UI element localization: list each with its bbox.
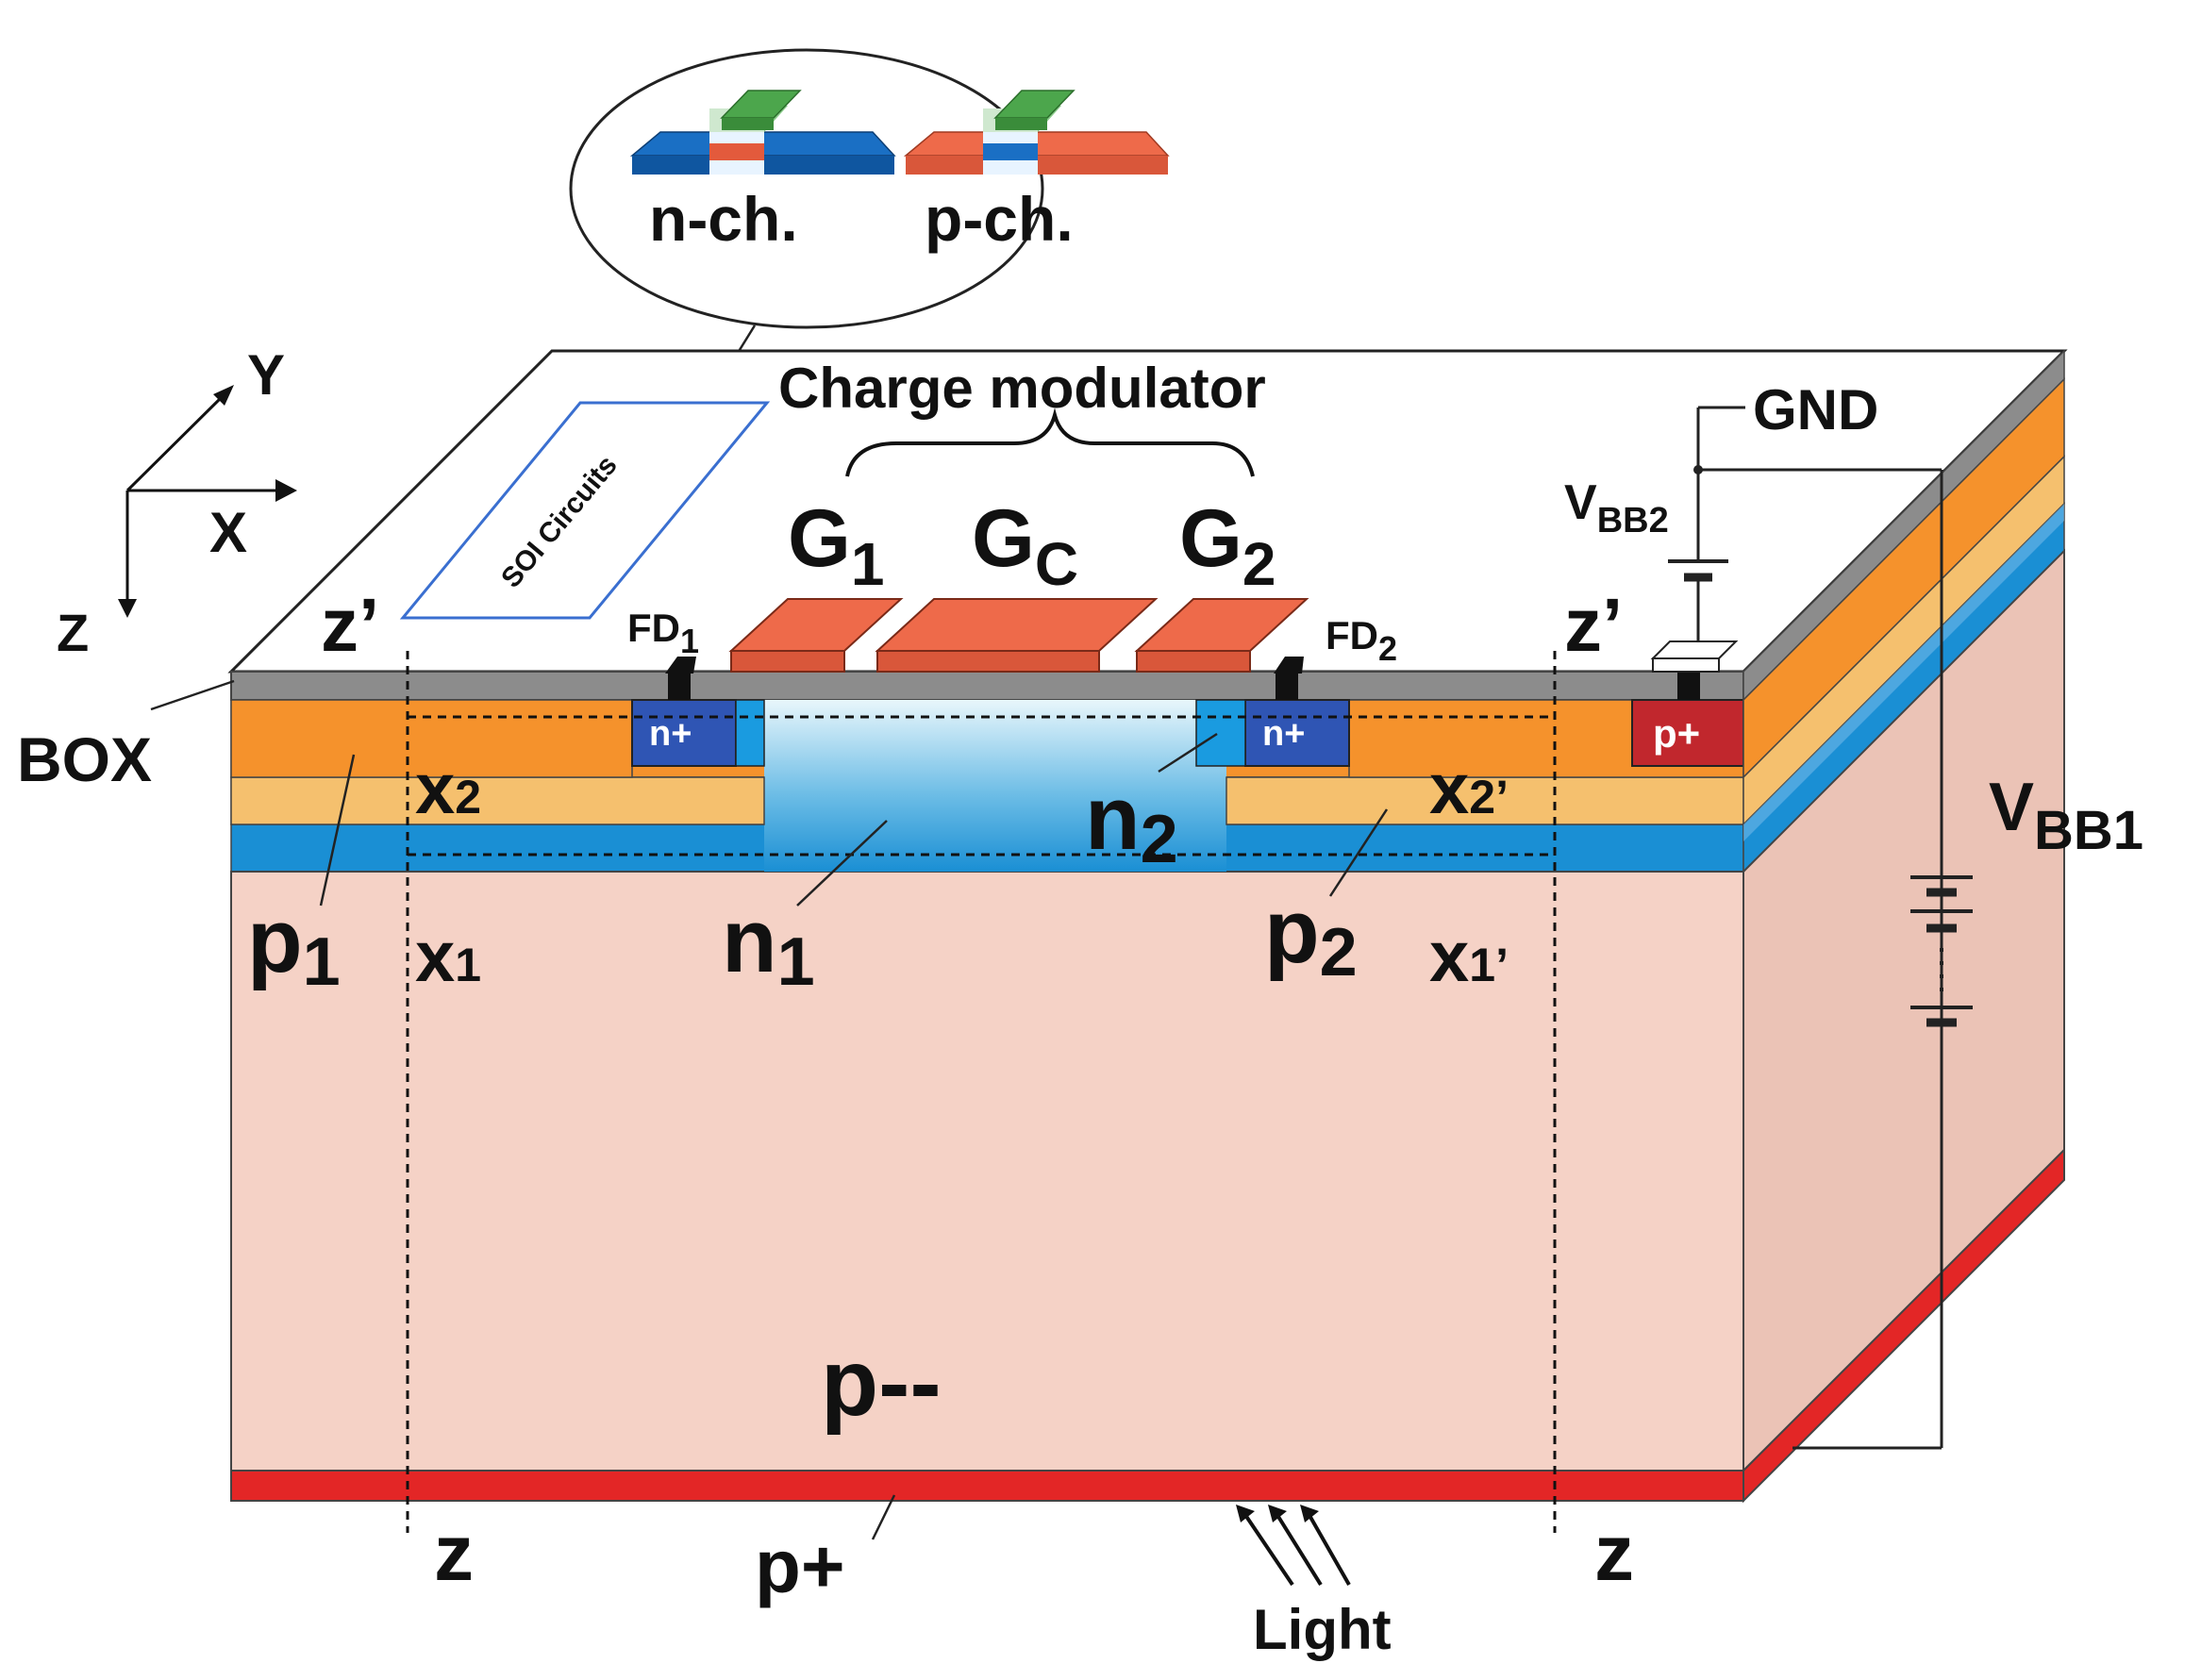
p-plus-pointer-line — [871, 1494, 896, 1540]
z-bottom-right-label: z — [1594, 1508, 1634, 1597]
x1-label: x1 — [415, 917, 481, 997]
inset-nch-label: n-ch. — [649, 184, 798, 254]
gate-gc — [875, 598, 1159, 673]
axis-z-label: Z — [57, 603, 89, 662]
p-plus-bottom-layer — [230, 1470, 1744, 1502]
vbb2-label: VBB2 — [1564, 475, 1669, 541]
substrate-p-minus — [230, 871, 1744, 1472]
box-label: BOX — [17, 724, 152, 794]
g1-label: G1 — [788, 493, 885, 598]
p1-label: p1 — [247, 890, 341, 1000]
fd1-label: FD1 — [627, 606, 699, 660]
n-plus-left-label: n+ — [649, 714, 692, 754]
vbb2-terminal-box — [1650, 640, 1739, 673]
n2-label: n2 — [1085, 768, 1178, 877]
axis-y-label: Y — [247, 343, 285, 407]
n2-right-region — [1195, 699, 1246, 767]
x2-label: x2 — [415, 749, 481, 829]
n-plus-right — [1244, 699, 1350, 767]
vbb1-label: VBB1 — [1989, 770, 2143, 861]
p2-label: p2 — [1264, 881, 1358, 990]
fd1-contact — [668, 672, 691, 700]
p2-pointer-line — [1328, 808, 1389, 897]
gate-g2 — [1134, 598, 1309, 673]
p-plus-contact — [1631, 699, 1744, 767]
x2-prime-label: x2’ — [1429, 749, 1509, 829]
inset-pch-transistor-icon — [903, 90, 1170, 175]
x1-prime-label: x1’ — [1429, 917, 1509, 997]
p-plus-plug — [1677, 672, 1700, 700]
device-block: SOI Circuits — [227, 349, 2068, 1533]
inset-transistor-types: n-ch. p-ch. — [569, 48, 1170, 329]
side-p-plus — [1742, 1147, 2065, 1504]
n2-left-region — [735, 699, 765, 767]
box-oxide-layer — [230, 671, 1744, 701]
box-pointer-line — [150, 679, 235, 711]
p1-pointer-line — [319, 754, 356, 907]
soi-circuits-region — [399, 401, 771, 620]
z-prime-left-label: z’ — [321, 583, 379, 667]
vbb2-circuit — [1668, 406, 1943, 1450]
inset-nch-transistor-icon — [629, 90, 896, 175]
p-plus-contact-label: p+ — [1653, 711, 1700, 756]
p-minus-minus-label: p-- — [821, 1330, 942, 1436]
n-plus-left — [631, 699, 737, 767]
n1-pointer-line — [796, 820, 888, 907]
z-prime-right-label: z’ — [1564, 583, 1623, 667]
p-plus-bottom-label: p+ — [755, 1524, 845, 1608]
axes-icon — [118, 385, 297, 618]
g2-label: G2 — [1179, 493, 1276, 598]
gnd-label: GND — [1753, 378, 1878, 441]
n2-pointer-line — [1158, 732, 1218, 773]
gc-label: GC — [972, 493, 1078, 598]
z-bottom-left-label: z — [434, 1508, 474, 1597]
charge-modulator-label: Charge modulator — [778, 357, 1266, 420]
charge-modulator-brace — [845, 408, 1255, 477]
light-arrows-icon — [1236, 1505, 1351, 1587]
light-label: Light — [1253, 1598, 1392, 1661]
n-plus-right-label: n+ — [1262, 714, 1305, 754]
inset-pch-label: p-ch. — [925, 184, 1074, 254]
inset-ellipse — [569, 48, 1044, 329]
n1-label: n1 — [722, 890, 815, 1000]
axis-x-label: X — [209, 501, 247, 564]
gate-g1 — [728, 598, 904, 673]
vbb1-battery-icon — [1910, 875, 1973, 1027]
fd2-label: FD2 — [1326, 613, 1397, 668]
fd2-contact — [1276, 672, 1298, 700]
